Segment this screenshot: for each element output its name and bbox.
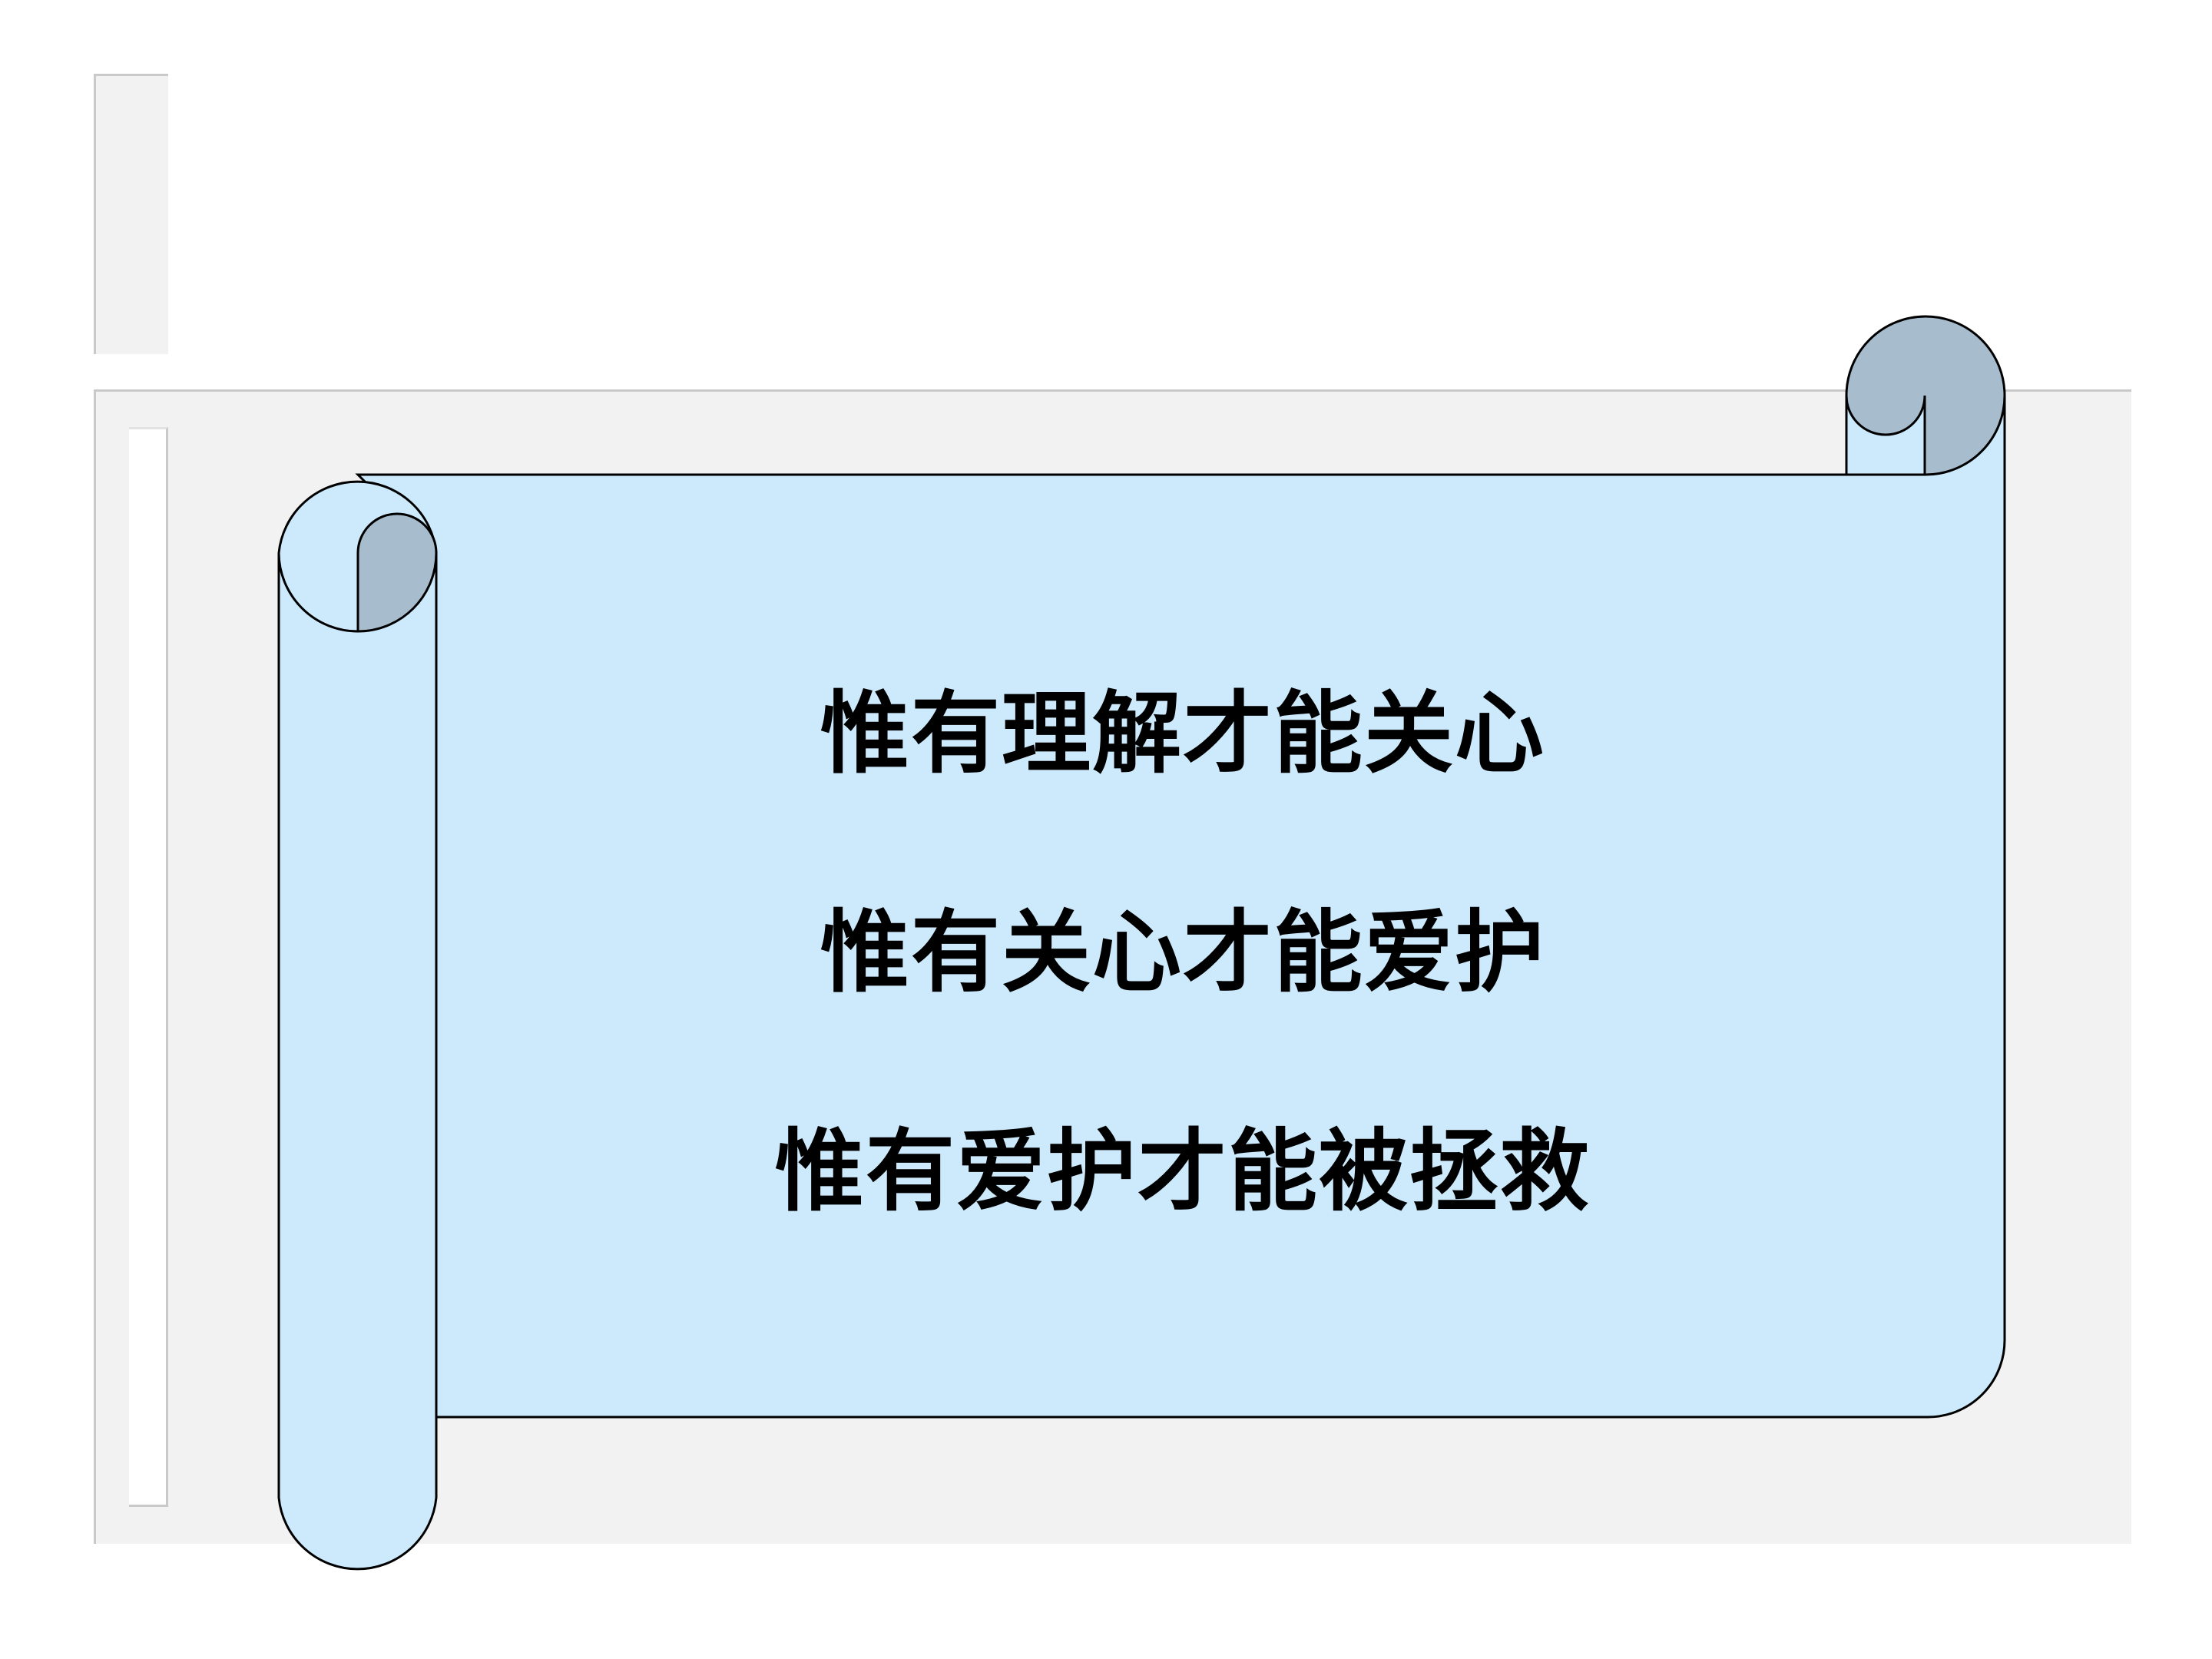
- verse-line-1: 惟有理解才能关心: [820, 681, 1545, 786]
- scroll-left-roller: [277, 480, 438, 1571]
- decor-frame-inner-bar: [129, 427, 168, 1507]
- verse-line-3: 惟有爱护才能被拯救: [775, 1119, 1591, 1224]
- scroll-left-curl: [356, 512, 438, 633]
- scroll-sheet: [355, 396, 2006, 1419]
- verse-block: 惟有理解才能关心 惟有关心才能爱护 惟有爱护才能被拯救: [430, 676, 1936, 1229]
- decor-frame-top-left: [94, 74, 168, 354]
- scroll-top-curl-inner: [1845, 395, 1926, 476]
- verse-line-2: 惟有关心才能爱护: [820, 900, 1545, 1005]
